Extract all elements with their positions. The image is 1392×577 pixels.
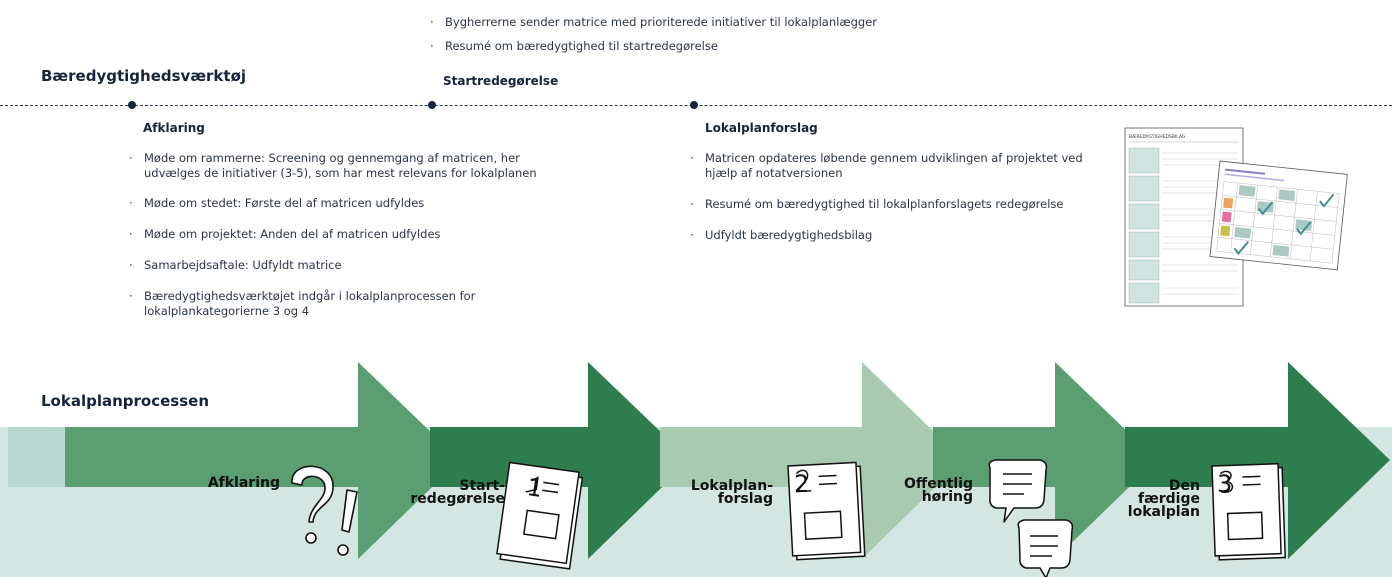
bilag-sheet: BÆREDYGTIGHEDSBILAG [1124, 127, 1244, 307]
step-label-line: redegørelse [410, 491, 505, 507]
step-label-line: Start- [459, 478, 505, 494]
step-label-line: forslag [717, 491, 773, 507]
doc-number-3: 3 [1217, 470, 1233, 498]
timeline-dot [690, 101, 698, 109]
list-item: Resumé om bæredygtighed til lokalplanfor… [690, 197, 1100, 212]
step-label-line: færdige [1137, 491, 1200, 507]
list-item: Udfyldt bæredygtighedsbilag [690, 228, 1100, 243]
matrix-sheet [1209, 160, 1348, 271]
question-exclamation-icon [291, 465, 358, 556]
step-label-afklaring: Afklaring [185, 475, 280, 491]
process-arrows: 1 2 3 [0, 362, 1392, 577]
step-label-line: lokalplan [1127, 504, 1200, 520]
top-notes-list: Bygherrerne sender matrice med prioriter… [430, 15, 990, 54]
list-item: Møde om projektet: Anden del af matricen… [129, 227, 549, 242]
step-label-startredegorelse: Start- redegørelse [395, 478, 505, 507]
document-2-icon: 2 [787, 461, 866, 561]
arrow-1 [65, 362, 460, 559]
forslag-list: Matricen opdateres løbende gennem udvikl… [690, 151, 1100, 243]
arrow-3 [660, 362, 963, 559]
step-label-line: Lokalplan- [690, 478, 773, 494]
step-label-line: Offentlig [903, 476, 973, 492]
speech-bubbles-icon [988, 459, 1074, 577]
afklaring-list: Møde om rammerne: Screening og gennemgan… [129, 151, 549, 319]
list-item: Møde om rammerne: Screening og gennemgan… [129, 151, 549, 181]
startredegorelse-heading: Startredegørelse [443, 74, 559, 88]
list-item: Resumé om bæredygtighed til startredegør… [430, 39, 990, 54]
bilag-sheet-title: BÆREDYGTIGHEDSBILAG [1129, 134, 1186, 140]
process-heading: Lokalplanprocessen [41, 392, 209, 410]
timeline-dot [428, 101, 436, 109]
arrow-4 [933, 362, 1157, 559]
forslag-title: Lokalplanforslag [705, 121, 818, 135]
timeline-dot [128, 101, 136, 109]
step-label-line: Afklaring [207, 475, 280, 491]
document-1-icon: 1 [496, 461, 584, 570]
list-item: Møde om stedet: Første del af matricen u… [129, 196, 549, 211]
list-item: Samarbejdsaftale: Udfyldt matrice [129, 258, 549, 273]
document-3-icon: 3 [1211, 462, 1287, 561]
doc-number-2: 2 [794, 470, 810, 498]
afklaring-title: Afklaring [143, 121, 205, 135]
step-label-offentlig-horing: Offentlig høring [885, 476, 973, 505]
step-label-line: Den [1168, 478, 1200, 494]
document-thumbnail: BÆREDYGTIGHEDSBILAG [1124, 127, 1348, 307]
list-item: Bygherrerne sender matrice med prioriter… [430, 15, 990, 30]
list-item: Bæredygtighedsværktøjet indgår i lokalpl… [129, 289, 549, 319]
tool-heading: Bæredygtighedsværktøj [41, 67, 247, 85]
step-label-line: høring [921, 489, 973, 505]
arrow-2 [430, 362, 690, 559]
step-label-den-faerdige-lokalplan: Den færdige lokalplan [1120, 478, 1200, 520]
step-label-lokalplanforslag: Lokalplan- forslag [670, 478, 773, 507]
band-left-block [8, 427, 65, 487]
arrow-5 [1125, 362, 1390, 559]
list-item: Matricen opdateres løbende gennem udvikl… [690, 151, 1100, 181]
band-lower [0, 487, 1392, 577]
